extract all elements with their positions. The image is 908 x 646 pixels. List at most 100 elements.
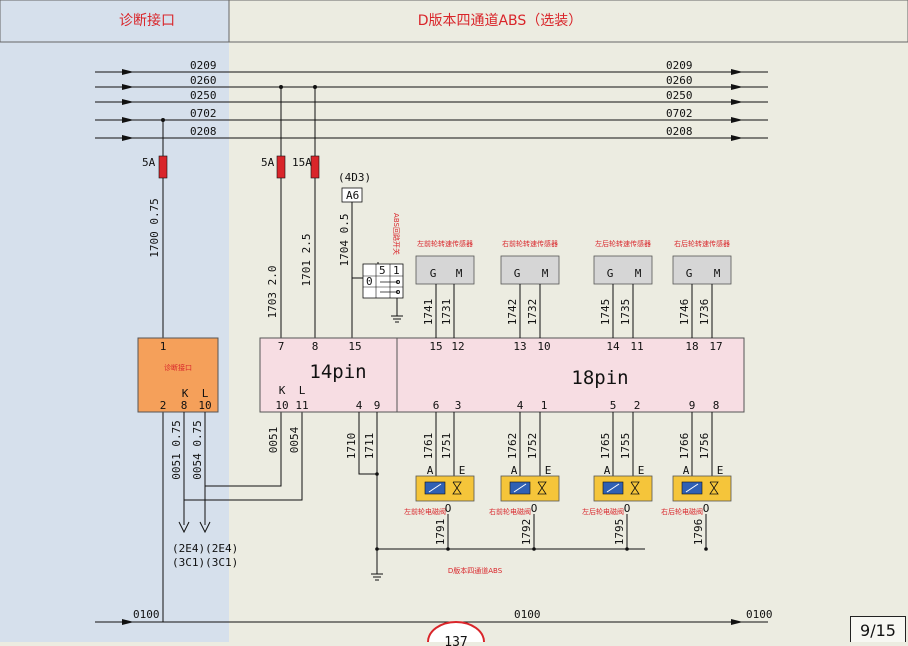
ecu-pin: 8: [312, 340, 319, 353]
switch-term: 1: [393, 264, 400, 277]
footer-label: D版本四通道ABS: [448, 566, 503, 575]
wire-label: 1766: [678, 433, 691, 460]
bus-label: 0209: [666, 59, 693, 72]
wire-label: 1746: [678, 299, 691, 326]
fuse-abs-left: [276, 155, 286, 179]
bus-label: 0250: [190, 89, 217, 102]
wire-label: 1711: [363, 433, 376, 460]
sensor-label: 左前轮转速传感器: [417, 239, 473, 248]
abs-ecu: [259, 337, 745, 413]
sensor-m: M: [714, 267, 721, 280]
valve-o: O: [531, 502, 538, 515]
valve-symbol-icon: [709, 481, 719, 495]
ecu-pin: 12: [451, 340, 464, 353]
ecu-pin: 14: [606, 340, 620, 353]
bus-label: 0260: [666, 74, 693, 87]
ecu-pin: 13: [513, 340, 526, 353]
fuse-abs-right-label: 15A: [292, 156, 312, 169]
valve-a: A: [604, 464, 611, 477]
ecu-pin: 11: [630, 340, 643, 353]
valve-label: 右后轮电磁阀: [661, 507, 703, 516]
ecu-pin: 15: [348, 340, 361, 353]
wire-label: 1761: [422, 433, 435, 460]
wheel-speed-sensor: [593, 255, 653, 285]
diag-pin: 8: [181, 399, 188, 412]
wire-label: 1745: [599, 299, 612, 326]
ecu-pin: 2: [634, 399, 641, 412]
ref-line-2: (3C1)(3C1): [172, 556, 238, 569]
diag-k: K: [182, 387, 189, 400]
wheel-speed-sensor: [415, 255, 475, 285]
wire-label: 1751: [440, 433, 453, 460]
ecu-l: L: [299, 384, 306, 397]
valve-label: 左后轮电磁阀: [582, 507, 624, 516]
ref-arrows: [178, 521, 211, 534]
abs-header-title: D版本四通道ABS（选装）: [418, 13, 583, 29]
valve-symbol-icon: [630, 481, 640, 495]
diag-pin-top: 1: [160, 340, 167, 353]
wheel-speed-sensor: [672, 255, 732, 285]
wire-label: 1704 0.5: [338, 214, 351, 267]
valve-symbol-icon: [537, 481, 547, 495]
valve-e: E: [545, 464, 552, 477]
ecu-pin: 4: [517, 399, 524, 412]
valve-e: E: [638, 464, 645, 477]
valve-a: A: [427, 464, 434, 477]
wire-label: 1701 2.5: [300, 234, 313, 287]
ecu-pin: 8: [713, 399, 720, 412]
fuse-diag-label: 5A: [142, 156, 156, 169]
feed-wires: [162, 87, 353, 622]
switch-term: 5: [379, 264, 386, 277]
valve-label: 左前轮电磁阀: [404, 507, 446, 516]
bus-label: 0208: [190, 125, 217, 138]
wire-label: 1796: [692, 519, 705, 546]
abs-header-cell: [228, 0, 908, 43]
bus-lines: [95, 71, 768, 139]
valve-e: E: [459, 464, 466, 477]
wire-label: 0051: [267, 427, 280, 454]
ground-label-right: 0100: [746, 608, 773, 621]
sensor-label: 右前轮转速传感器: [502, 239, 558, 248]
wire-label: 0054: [288, 426, 301, 453]
fuse-abs-left-label: 5A: [261, 156, 275, 169]
wire-label: 0051 0.75: [170, 420, 183, 480]
diag-module-label: 诊断接口: [164, 363, 192, 372]
bus-label: 0260: [190, 74, 217, 87]
ground-label-left: 0100: [133, 608, 160, 621]
ecu-pin: 11: [295, 399, 308, 412]
ecu-pin: 9: [374, 399, 381, 412]
diag-pin: 2: [160, 399, 167, 412]
ecu-pin: 5: [610, 399, 617, 412]
wire-label: 1755: [619, 433, 632, 460]
valve-o: O: [703, 502, 710, 515]
wire-label: 1710: [345, 433, 358, 460]
valve-o: O: [624, 502, 631, 515]
sensor-label: 右后轮转速传感器: [674, 239, 730, 248]
wire-label: 1735: [619, 299, 632, 326]
wire-label: 1792: [520, 519, 533, 546]
switch-tag: A6: [346, 189, 359, 202]
bus-labels-right: 0209 0260 0250 0702 0208: [666, 59, 693, 138]
ecu-pin: 15: [429, 340, 442, 353]
ecu-pin: 3: [455, 399, 462, 412]
ecu-pin: 17: [709, 340, 722, 353]
ecu-k: K: [279, 384, 286, 397]
sensor-m: M: [542, 267, 549, 280]
ecu-pin: 10: [537, 340, 550, 353]
page-number: 9/15: [850, 616, 906, 642]
bus-arrows: [122, 69, 743, 141]
ecu-pin: 7: [278, 340, 285, 353]
wire-label: 0054 0.75: [191, 420, 204, 480]
valve-e: E: [717, 464, 724, 477]
bus-label: 0209: [190, 59, 217, 72]
ecu-pin: 6: [433, 399, 440, 412]
ground-symbol: [391, 315, 403, 323]
valve-a: A: [683, 464, 690, 477]
valve-symbol-icon: [452, 481, 462, 495]
wire-label: 1736: [698, 299, 711, 326]
valve-label: 右前轮电磁阀: [489, 507, 531, 516]
ecu-pin: 10: [275, 399, 288, 412]
wire-label: 1700 0.75: [148, 198, 161, 258]
